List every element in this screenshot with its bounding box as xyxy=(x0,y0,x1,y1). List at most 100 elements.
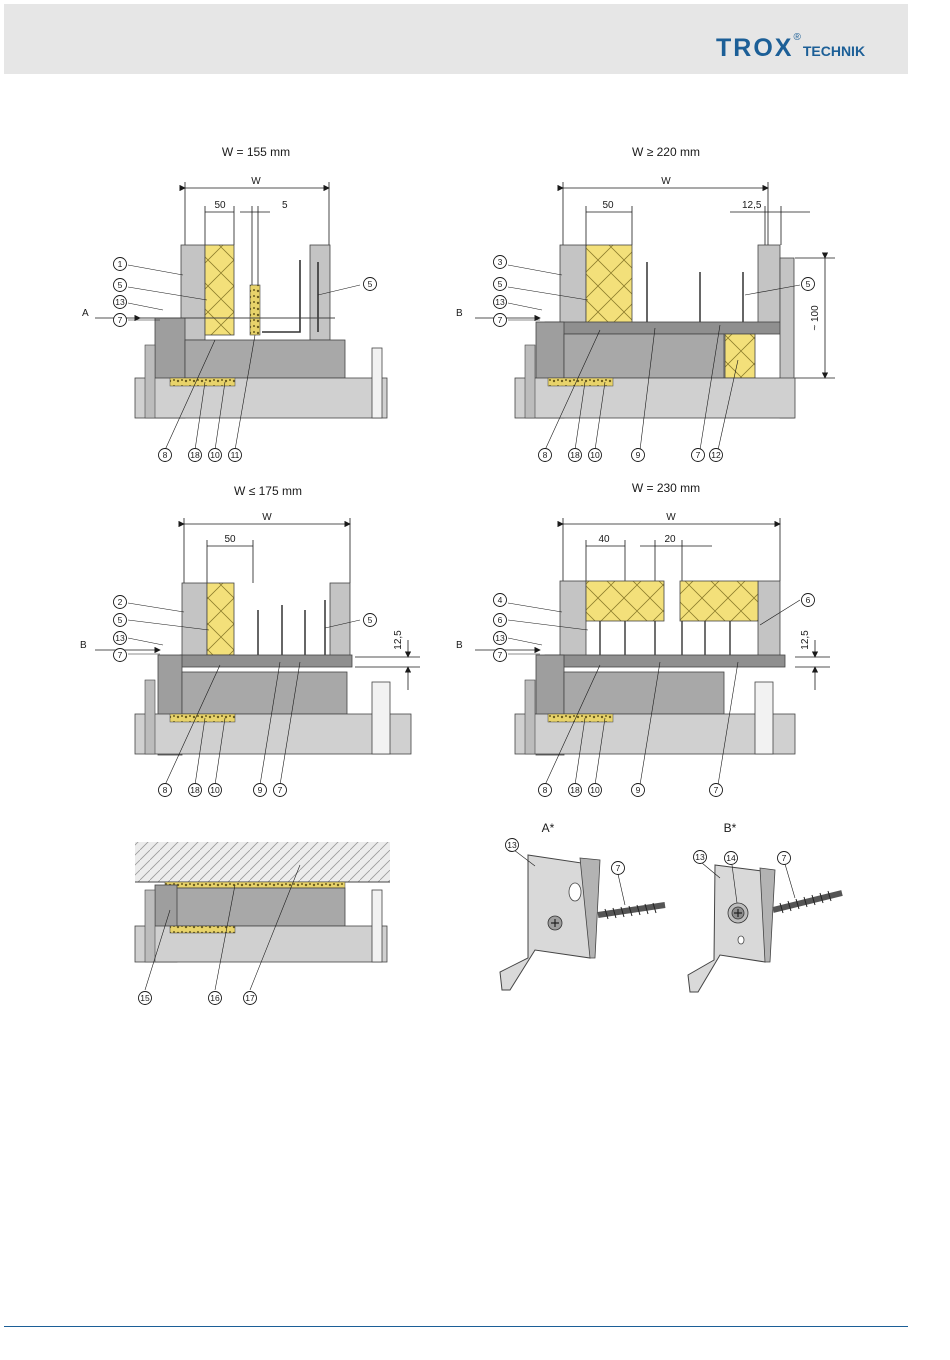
footer-rule xyxy=(4,1326,908,1327)
callout-bracket-b-callouts-0: 13 xyxy=(694,851,707,864)
callout-number: 7 xyxy=(696,450,701,460)
callout-d4-left_callouts-2: 13 xyxy=(494,632,507,645)
callout-number: 6 xyxy=(498,615,503,625)
bracket-b: B* xyxy=(688,821,842,992)
callout-d1-left_callouts-1: 5 xyxy=(114,279,127,292)
detail-w155-w: W xyxy=(251,176,261,187)
detail-w175: W ≤ 175 mm W 50 12,5 B xyxy=(80,484,420,785)
callout-number: 9 xyxy=(636,450,641,460)
bracket-a-plate xyxy=(500,855,595,990)
detail-w220: W ≥ 220 mm W 50 12,5 ~ 100 B xyxy=(456,145,835,450)
callout-d3-left_callouts-1: 5 xyxy=(114,614,127,627)
detail-w155: W = 155 mm W 50 5 A xyxy=(82,145,387,450)
callout-d4-bottom_callouts-1: 18 xyxy=(569,784,582,797)
bracket-b-title: B* xyxy=(724,821,737,835)
bracket-a-title: A* xyxy=(542,821,555,835)
callout-number: 13 xyxy=(115,297,125,307)
detail-w220-dim-a: 50 xyxy=(602,200,614,211)
callout-number: 10 xyxy=(590,785,600,795)
callout-d1-bottom_callouts-0: 8 xyxy=(159,449,172,462)
callout-number: 5 xyxy=(118,280,123,290)
callout-number: 13 xyxy=(495,297,505,307)
callout-d3-left_callouts-0: 2 xyxy=(114,596,127,609)
callout-d3-bottom_callouts-3: 9 xyxy=(254,784,267,797)
detail-w230-w: W xyxy=(666,512,676,523)
callout-number: 5 xyxy=(118,615,123,625)
detail-w155-title: W = 155 mm xyxy=(222,145,290,159)
callout-d1-bottom_callouts-3: 11 xyxy=(229,449,242,462)
callout-d2-left_callouts-2: 13 xyxy=(494,296,507,309)
callout-number: 5 xyxy=(368,279,373,289)
callout-number: 2 xyxy=(118,597,123,607)
callout-number: 7 xyxy=(118,650,123,660)
callout-d5-bottom_callouts-2: 17 xyxy=(244,992,257,1005)
callout-number: 7 xyxy=(118,315,123,325)
callout-d4-bottom_callouts-0: 8 xyxy=(539,784,552,797)
callout-d2-left_callouts-3: 7 xyxy=(494,314,507,327)
callout-d3-right_callouts-0: 5 xyxy=(364,614,377,627)
callout-number: 14 xyxy=(726,853,736,863)
callout-d2-bottom_callouts-5: 12 xyxy=(710,449,723,462)
callout-bracket-b-callouts-1: 14 xyxy=(725,852,738,865)
callout-d2-bottom_callouts-3: 9 xyxy=(632,449,645,462)
callout-number: 8 xyxy=(543,785,548,795)
detail-w155-dim-b: 5 xyxy=(282,200,288,211)
callout-d1-bottom_callouts-2: 10 xyxy=(209,449,222,462)
callout-number: 15 xyxy=(140,993,150,1003)
callout-bracket-a-callouts-0: 13 xyxy=(506,839,519,852)
detail-w230-dim-a: 40 xyxy=(598,534,610,545)
detail-w230-dim-c: 12,5 xyxy=(800,630,811,650)
callout-d3-left_callouts-2: 13 xyxy=(114,632,127,645)
callout-number: 5 xyxy=(498,279,503,289)
callout-d2-left_callouts-1: 5 xyxy=(494,278,507,291)
callout-d1-left_callouts-0: 1 xyxy=(114,258,127,271)
callout-number: 11 xyxy=(231,450,240,460)
callout-d5-bottom_callouts-0: 15 xyxy=(139,992,152,1005)
callout-number: 5 xyxy=(806,279,811,289)
callout-number: 10 xyxy=(210,785,220,795)
detail-w175-arrow-label: B xyxy=(80,640,87,651)
callout-d4-left_callouts-3: 7 xyxy=(494,649,507,662)
callout-number: 5 xyxy=(368,615,373,625)
callout-d2-bottom_callouts-0: 8 xyxy=(539,449,552,462)
detail-w220-arrow-label: B xyxy=(456,308,463,319)
callout-number: 8 xyxy=(163,450,168,460)
callout-d4-left_callouts-0: 4 xyxy=(494,594,507,607)
callout-number: 7 xyxy=(498,315,503,325)
callout-bracket-a-callouts-1: 7 xyxy=(612,862,625,875)
callout-number: 9 xyxy=(258,785,263,795)
callout-number: 13 xyxy=(695,852,705,862)
callout-d1-left_callouts-2: 13 xyxy=(114,296,127,309)
callout-number: 10 xyxy=(210,450,220,460)
callout-d2-bottom_callouts-2: 10 xyxy=(589,449,602,462)
callout-number: 13 xyxy=(115,633,125,643)
detail-w220-dim-c: ~ 100 xyxy=(810,305,821,331)
callout-d3-bottom_callouts-1: 18 xyxy=(189,784,202,797)
callout-number: 6 xyxy=(806,595,811,605)
detail-w155-arrow-label: A xyxy=(82,308,89,319)
callout-number: 7 xyxy=(616,863,621,873)
detail-w175-dim-b: 12,5 xyxy=(393,630,404,650)
callout-d4-right_callouts-0: 6 xyxy=(802,594,815,607)
callout-d5-bottom_callouts-1: 16 xyxy=(209,992,222,1005)
detail-w220-w: W xyxy=(661,176,671,187)
callout-number: 18 xyxy=(190,785,200,795)
detail-w220-title: W ≥ 220 mm xyxy=(632,145,700,159)
detail-w220-dim-b: 12,5 xyxy=(742,200,762,211)
callout-number: 16 xyxy=(210,993,220,1003)
callout-d1-right_callouts-0: 5 xyxy=(364,278,377,291)
callout-d2-bottom_callouts-1: 18 xyxy=(569,449,582,462)
callout-number: 18 xyxy=(190,450,200,460)
callout-number: 13 xyxy=(495,633,505,643)
callout-d3-bottom_callouts-4: 7 xyxy=(274,784,287,797)
bracket-b-plate xyxy=(688,865,770,992)
detail-ceiling xyxy=(135,842,390,990)
detail-w230-dim-b: 20 xyxy=(664,534,676,545)
callout-d1-left_callouts-3: 7 xyxy=(114,314,127,327)
callout-number: 10 xyxy=(590,450,600,460)
callout-number: 1 xyxy=(118,259,123,269)
callout-number: 3 xyxy=(498,257,503,267)
detail-w230-title: W = 230 mm xyxy=(632,481,700,495)
callout-d2-right_callouts-0: 5 xyxy=(802,278,815,291)
